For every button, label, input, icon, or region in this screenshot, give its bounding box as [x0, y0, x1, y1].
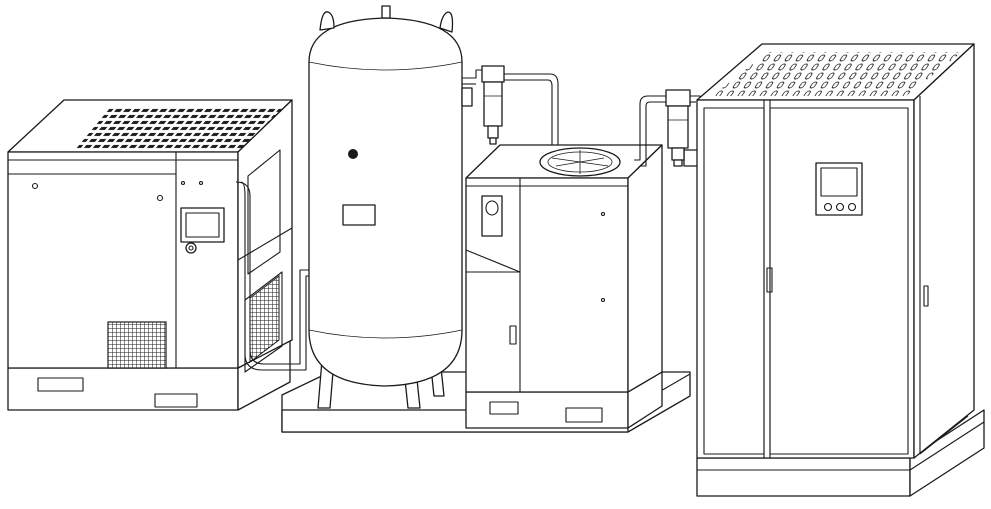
- pressure-gauge-icon: [348, 149, 358, 159]
- inline-filter-2: [665, 89, 691, 167]
- vertical-air-receiver-tank: [308, 5, 463, 409]
- pipe-tank-to-dryer: [461, 69, 559, 152]
- nameplate-icon: [342, 204, 376, 226]
- touchscreen-panel-icon: [815, 162, 863, 216]
- screw-air-compressor: [7, 99, 293, 411]
- top-vent-grille-icon: [712, 52, 962, 96]
- vent-grille-icon: [75, 108, 292, 150]
- control-knobs-icon: [823, 202, 857, 212]
- display-icon: [481, 195, 503, 237]
- emergency-stop-button-icon: [185, 242, 197, 254]
- refrigerated-air-dryer: [465, 144, 663, 429]
- door-handle-icon: [766, 267, 773, 293]
- pipe-compressor-to-tank: [235, 181, 312, 371]
- generator-cabinet: [696, 43, 985, 497]
- front-vent-grille: [107, 321, 167, 369]
- inline-filter-1: [481, 65, 505, 145]
- filter-housing-icon: [665, 89, 691, 107]
- control-panel-screen-icon: [180, 207, 225, 243]
- filter-housing-icon: [481, 65, 505, 83]
- door-handle-icon: [509, 325, 517, 345]
